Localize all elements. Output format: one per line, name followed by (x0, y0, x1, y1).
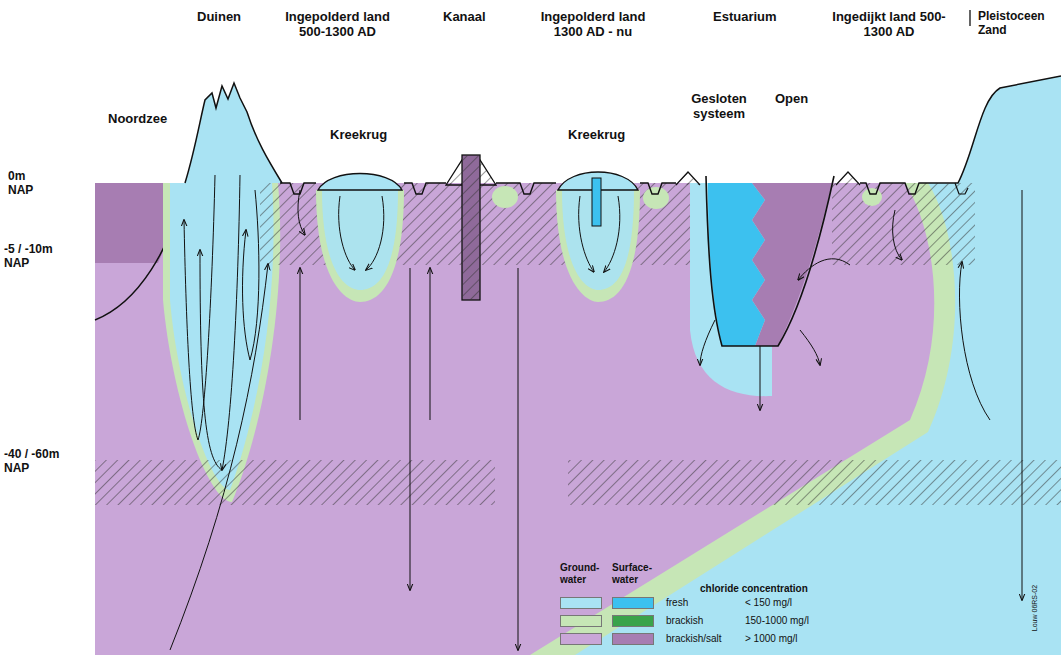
sea-label: Noordzee (108, 112, 167, 127)
ridge-label: Kreekrug (568, 128, 625, 143)
legend-swatch (560, 615, 602, 627)
column-header: Duinen (197, 10, 241, 25)
surface-swatch (612, 597, 654, 609)
legend-range: 150-1000 mg/l (745, 615, 809, 627)
column-header: Pleistoceen Zand (978, 10, 1054, 38)
legend-heading: Ground-water (560, 562, 610, 585)
surface-swatch (612, 615, 654, 627)
depth-label: -5 / -10m NAP (4, 243, 74, 271)
column-header: Estuarium (713, 10, 777, 25)
legend-swatch (560, 633, 602, 645)
ridge-label: Kreekrug (330, 128, 387, 143)
legend-range: > 1000 mg/l (745, 633, 798, 645)
column-header: Ingedijkt land 500-1300 AD (830, 10, 948, 40)
system-label: Open (775, 92, 808, 107)
depth-label: -40 / -60m NAP (4, 448, 82, 476)
system-label: Gesloten systeem (683, 92, 755, 122)
legend-heading: Surface-water (612, 562, 662, 585)
legend-swatch (560, 597, 602, 609)
legend-heading: chloride concentration (700, 583, 808, 595)
column-header: Kanaal (443, 10, 486, 25)
legend-text: brackish (666, 615, 703, 627)
surface-swatch (612, 633, 654, 645)
credit-text: Louw 06RS-02 (1031, 573, 1039, 643)
depth-label: 0m NAP (8, 170, 48, 198)
legend-text: brackish/salt (666, 633, 722, 645)
column-header: Ingepolderd land 1300 AD - nu (528, 10, 658, 40)
legend-text: fresh (666, 597, 688, 609)
column-header: Ingepolderd land 500-1300 AD (275, 10, 400, 40)
legend-range: < 150 mg/l (745, 597, 792, 609)
